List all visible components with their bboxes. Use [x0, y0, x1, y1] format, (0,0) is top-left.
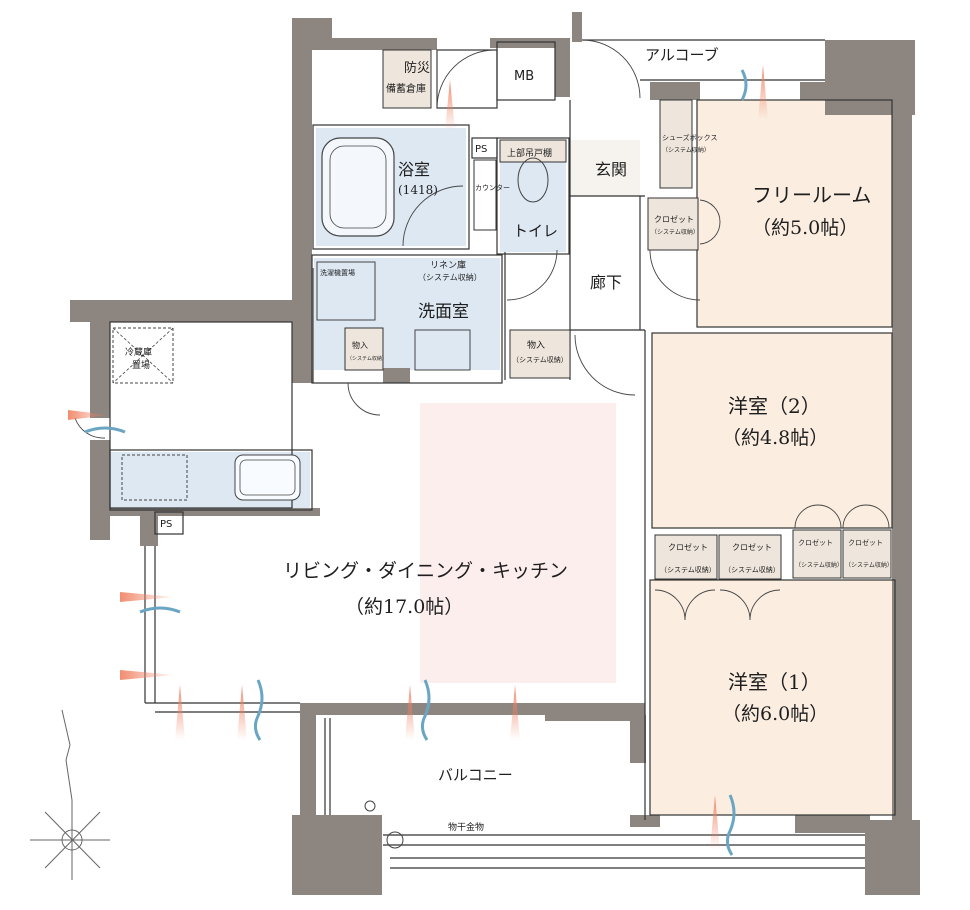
shoe-box-sub: （システム収納）	[662, 146, 710, 154]
bathtub	[321, 137, 395, 237]
balcony-drain	[386, 831, 404, 849]
ps-label-kitchen: PS	[160, 519, 172, 530]
closet-a	[654, 534, 718, 580]
ldk-highlight	[420, 403, 616, 683]
disaster-storage-label2: 備蓄倉庫	[386, 82, 426, 95]
closet-a-sub: （システム収納）	[660, 565, 716, 574]
washer-label: 洗濯機置場	[320, 268, 355, 277]
closet-free	[647, 197, 699, 251]
counter-label: カウンター	[475, 183, 510, 192]
ldk-size: （約17.0帖）	[345, 596, 463, 618]
closet-b-label: クロゼット	[732, 542, 772, 552]
storage-wash	[344, 327, 384, 371]
alcove-name: アルコーブ	[645, 46, 719, 64]
closet-b	[718, 534, 782, 580]
closet-free-label: クロゼット	[654, 214, 694, 224]
closet-a-label: クロゼット	[668, 542, 708, 552]
counter	[473, 159, 497, 231]
toilet-bowl	[517, 157, 549, 203]
wash-basin	[414, 329, 471, 371]
western1-size: （約6.0帖）	[722, 703, 828, 725]
western1-fill	[650, 580, 895, 815]
interior-lines	[109, 39, 896, 869]
ps-label-bath: PS	[475, 144, 487, 155]
washroom-name: 洗面室	[418, 302, 469, 322]
sink	[234, 454, 301, 501]
closet-c-sub: （システム収納）	[795, 561, 843, 569]
storage-entry	[509, 329, 571, 379]
closet-b-sub: （システム収納）	[724, 565, 780, 574]
storage-wash-sub: （システム収納）	[347, 355, 387, 362]
laundry-hardware-label: 物干金物	[448, 821, 484, 833]
closet-d-label: クロゼット	[848, 538, 883, 547]
storage-wash-label: 物入	[352, 340, 368, 350]
closet-c-label: クロゼット	[798, 538, 833, 547]
washer-space	[316, 261, 376, 321]
stove	[121, 454, 188, 501]
closet-d-sub: （システム収納）	[845, 561, 893, 569]
north-arrow-icon	[30, 709, 110, 880]
free-room-size: （約5.0帖）	[752, 217, 858, 239]
free-room-name: フリールーム	[752, 183, 871, 207]
fridge-space	[112, 327, 174, 384]
entrance-fill	[570, 140, 640, 196]
shoe-box-label: シューズボックス	[662, 133, 717, 142]
corridor-name: 廊下	[590, 273, 622, 292]
closet-d	[842, 529, 892, 579]
upper-cabinet-label: 上部吊戸棚	[507, 147, 552, 159]
disaster-storage-label: 防災	[404, 60, 430, 76]
fridge-label2: 置場	[132, 359, 150, 371]
doors	[74, 39, 890, 621]
mb-label: MB	[514, 69, 534, 84]
entrance-name: 玄関	[595, 160, 627, 179]
closet-free-sub: （システム収納）	[651, 228, 699, 236]
closet-c	[792, 529, 842, 579]
western1-name: 洋室（1）	[728, 670, 821, 694]
free-room-fill	[697, 100, 892, 327]
airflow-arrows	[68, 65, 768, 856]
upper-cabinet	[499, 139, 567, 163]
linen-label: リネン庫	[430, 259, 466, 271]
room-fills	[110, 100, 895, 815]
balcony-name: バルコニー	[438, 766, 513, 784]
storage-entry-sub: （システム収納）	[512, 355, 568, 364]
labels: フリールーム （約5.0帖） 洋室（2） （約4.8帖） 洋室（1） （約6.0…	[125, 46, 893, 833]
bathroom-name: 浴室	[398, 160, 430, 179]
linen-sub: （システム収納）	[418, 272, 482, 282]
toilet-name: トイレ	[513, 222, 558, 240]
disaster-storage-box	[382, 49, 432, 109]
western2-name: 洋室（2）	[728, 394, 821, 418]
fridge-label: 冷蔵庫	[125, 346, 152, 358]
ldk-name: リビング・ダイニング・キッチン	[283, 560, 568, 582]
western2-fill	[652, 333, 892, 528]
bathroom-size: (1418)	[398, 183, 438, 197]
storage-entry-label: 物入	[527, 339, 545, 351]
shoe-box	[659, 99, 693, 189]
western2-size: （約4.8帖）	[722, 427, 828, 449]
walls	[70, 12, 920, 895]
